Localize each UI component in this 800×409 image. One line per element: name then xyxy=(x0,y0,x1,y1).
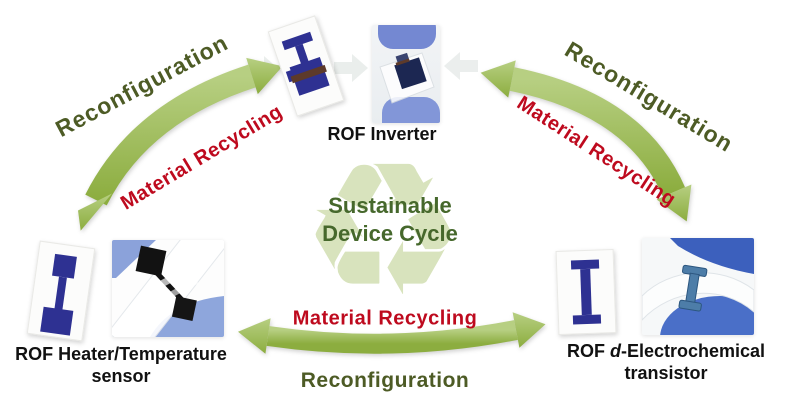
transistor-label-italic-d: d xyxy=(609,341,621,361)
transistor-device xyxy=(678,264,708,312)
recycle-icon: ♻ xyxy=(300,122,466,338)
inverter-card xyxy=(267,15,345,117)
transistor-card-pattern xyxy=(570,259,602,325)
center-title-line1: Sustainable xyxy=(328,193,452,218)
label-material-recycling-bottom: Material Recycling xyxy=(292,307,478,330)
device-label-heater-line1: ROF Heater/Temperature xyxy=(15,344,227,364)
transistor-label-suffix: -Electrochemical xyxy=(620,341,766,361)
inverter-photo xyxy=(372,25,440,123)
device-label-transistor-line2: transistor xyxy=(624,362,708,383)
label-reconfiguration-bottom: Reconfiguration xyxy=(300,369,470,392)
heater-device xyxy=(135,245,199,322)
inverter-card-pattern xyxy=(281,31,330,96)
glove-finger-top xyxy=(378,25,436,49)
label-material-recycling-top-left: Material Recycling xyxy=(116,100,287,215)
device-label-transistor: ROF d-Electrochemical transistor xyxy=(551,341,781,384)
glove-finger-bottom xyxy=(382,97,440,123)
heater-photo xyxy=(112,240,224,337)
device-label-heater: ROF Heater/Temperature sensor xyxy=(2,344,240,387)
center-title: Sustainable Device Cycle xyxy=(290,192,490,247)
transistor-label-prefix: ROF xyxy=(566,341,610,361)
device-label-heater-line2: sensor xyxy=(91,365,151,386)
heater-card xyxy=(26,240,96,342)
transistor-photo xyxy=(642,238,754,335)
label-reconfiguration-top-left: Reconfiguration xyxy=(51,29,233,142)
glove-finger-top-right xyxy=(670,238,754,274)
inverter-device xyxy=(394,52,427,90)
transistor-card xyxy=(555,249,617,335)
heater-card-pattern xyxy=(40,253,77,336)
device-label-inverter: ROF Inverter xyxy=(327,124,437,144)
device-label-transistor-line1: ROF d-Electrochemical xyxy=(551,341,781,363)
arrow-top-left xyxy=(78,57,283,231)
curved-film xyxy=(642,272,754,321)
center-title-line2: Device Cycle xyxy=(322,220,458,246)
